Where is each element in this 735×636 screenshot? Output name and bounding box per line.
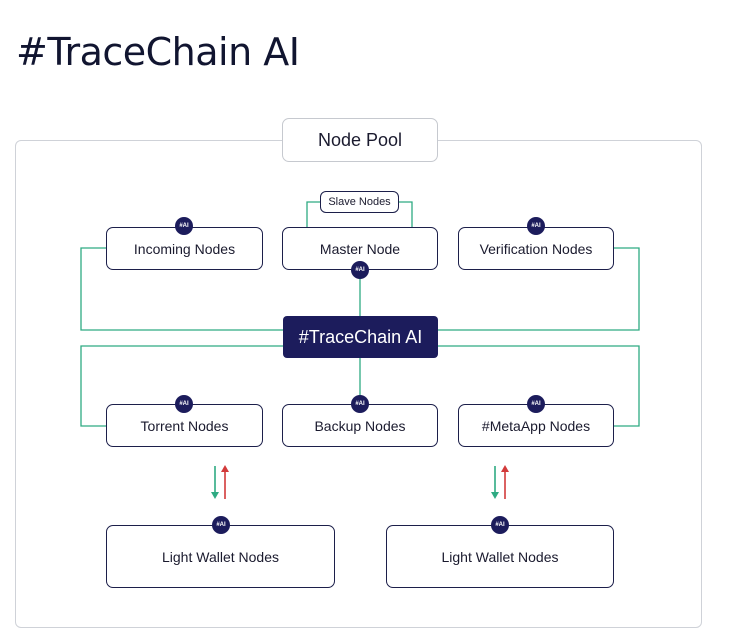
light-wallet-nodes-left-box[interactable]: Light Wallet Nodes — [106, 525, 335, 588]
slave-link-left — [306, 201, 320, 228]
tracechain-hub[interactable]: #TraceChain AI — [283, 316, 438, 358]
slave-nodes-box[interactable]: Slave Nodes — [320, 191, 399, 213]
exchange-arrows-left — [211, 465, 229, 499]
light-wallet-nodes-right-box[interactable]: Light Wallet Nodes — [386, 525, 614, 588]
page-title: #TraceChain AI — [16, 30, 300, 74]
ai-badge-icon: #AI — [527, 217, 545, 235]
verification-hub-link — [438, 247, 640, 331]
exchange-arrows-right — [491, 465, 509, 499]
ai-badge-icon: #AI — [175, 217, 193, 235]
incoming-hub-link — [80, 247, 283, 331]
node-pool-label: Node Pool — [282, 118, 438, 162]
ai-badge-icon: #AI — [175, 395, 193, 413]
ai-badge-icon: #AI — [212, 516, 230, 534]
hub-metaapp-link — [438, 345, 640, 427]
ai-badge-icon: #AI — [527, 395, 545, 413]
ai-badge-icon: #AI — [491, 516, 509, 534]
hub-torrent-link — [80, 345, 283, 427]
slave-link-right — [399, 201, 413, 228]
ai-badge-icon: #AI — [351, 395, 369, 413]
ai-badge-icon: #AI — [351, 261, 369, 279]
